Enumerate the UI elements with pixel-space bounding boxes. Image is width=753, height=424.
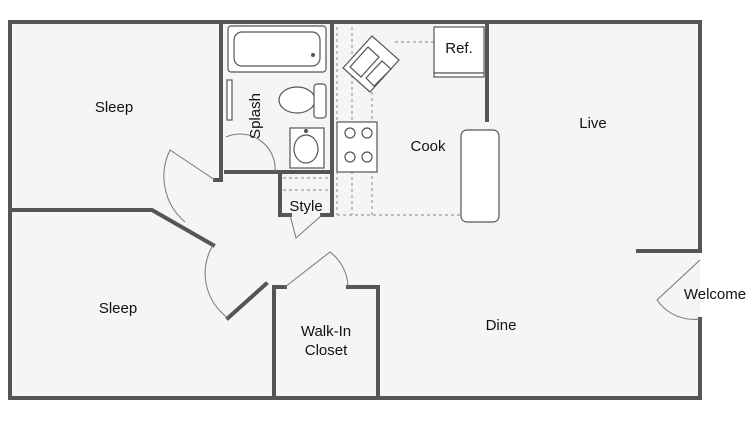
- label-closet-line1: Walk-In: [301, 323, 351, 340]
- label-living: Live: [579, 115, 607, 132]
- label-laundry: Style: [289, 198, 322, 215]
- laundry-door-left: [289, 214, 323, 239]
- floor-area: [10, 22, 700, 398]
- closet-door: [284, 251, 349, 288]
- label-kitchen: Cook: [410, 138, 446, 155]
- bath-fixtures: [226, 25, 327, 169]
- interior-walls: [8, 20, 489, 400]
- label-bedroom-top: Sleep: [95, 99, 133, 116]
- kitchen-fixtures: [336, 26, 500, 223]
- refrigerator-icon: [433, 26, 485, 74]
- label-bedroom-bottom: Sleep: [99, 300, 137, 317]
- toilet-icon: [278, 86, 316, 114]
- bedroom-bottom-door: [204, 244, 229, 319]
- label-dining: Dine: [486, 317, 517, 334]
- label-closet-line2: Closet: [305, 342, 348, 359]
- doors: [163, 133, 701, 320]
- kitchen-counter-bar: [460, 129, 500, 223]
- label-refrigerator: Ref.: [445, 40, 473, 57]
- bath-door: [225, 133, 276, 173]
- label-bathroom: Splash: [247, 93, 264, 139]
- label-entry: Welcome: [684, 286, 746, 303]
- laundry-fixtures: [283, 177, 329, 191]
- bedroom-top-door: [163, 149, 216, 223]
- entry-door: [656, 259, 701, 320]
